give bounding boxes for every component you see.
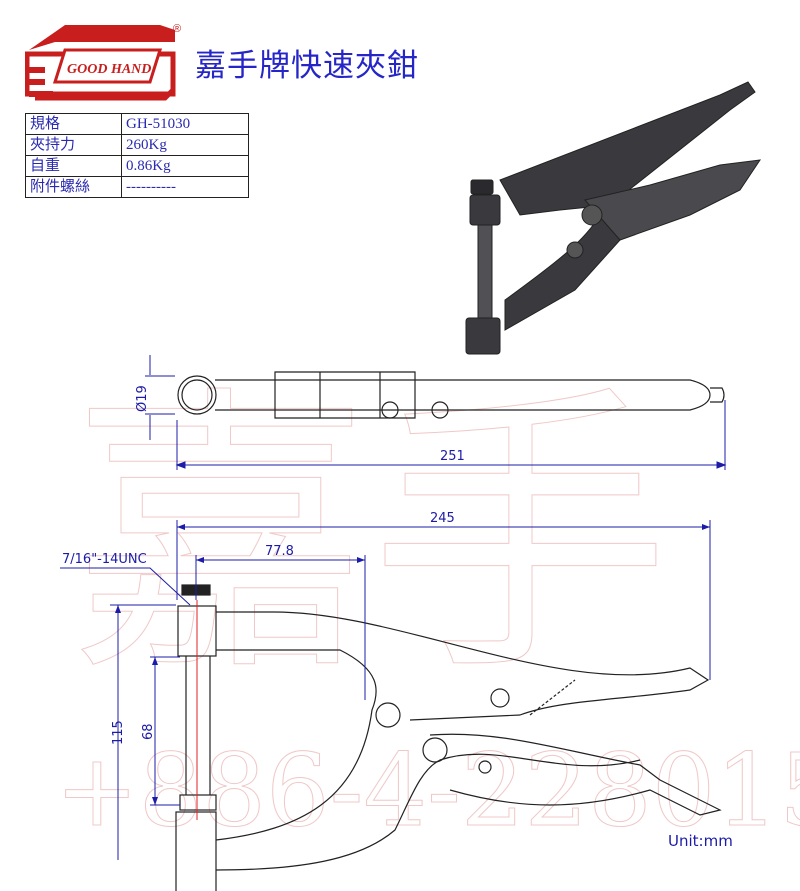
svg-text:GOOD HAND: GOOD HAND xyxy=(67,62,151,77)
dimension-diameter xyxy=(145,355,175,440)
offset-77-8-label: 77.8 xyxy=(265,544,294,559)
length-245-label: 245 xyxy=(430,511,455,526)
page-title: 嘉手牌快速夾鉗 xyxy=(195,48,419,84)
watermark-phone: +886-4-22801518 xyxy=(55,732,800,849)
opening-68-label: 68 xyxy=(141,723,156,740)
diameter-label: Ø19 xyxy=(135,385,150,412)
clamp-render xyxy=(465,81,762,355)
table-row: 附件螺絲---------- xyxy=(25,176,249,198)
length-251-label: 251 xyxy=(440,449,465,464)
unit-label: Unit:mm xyxy=(668,832,733,850)
top-view xyxy=(177,371,725,419)
registered-mark: ® xyxy=(173,23,181,35)
thread-label: 7/16"-14UNC xyxy=(62,552,147,567)
dimension-lines xyxy=(60,520,711,860)
side-view xyxy=(175,584,722,891)
height-115-label: 115 xyxy=(111,720,126,745)
svg-text:嘉手: 嘉手 xyxy=(70,362,670,711)
good-hand-logo: GOOD HAND ® xyxy=(24,20,185,108)
dimension-251 xyxy=(175,400,727,470)
